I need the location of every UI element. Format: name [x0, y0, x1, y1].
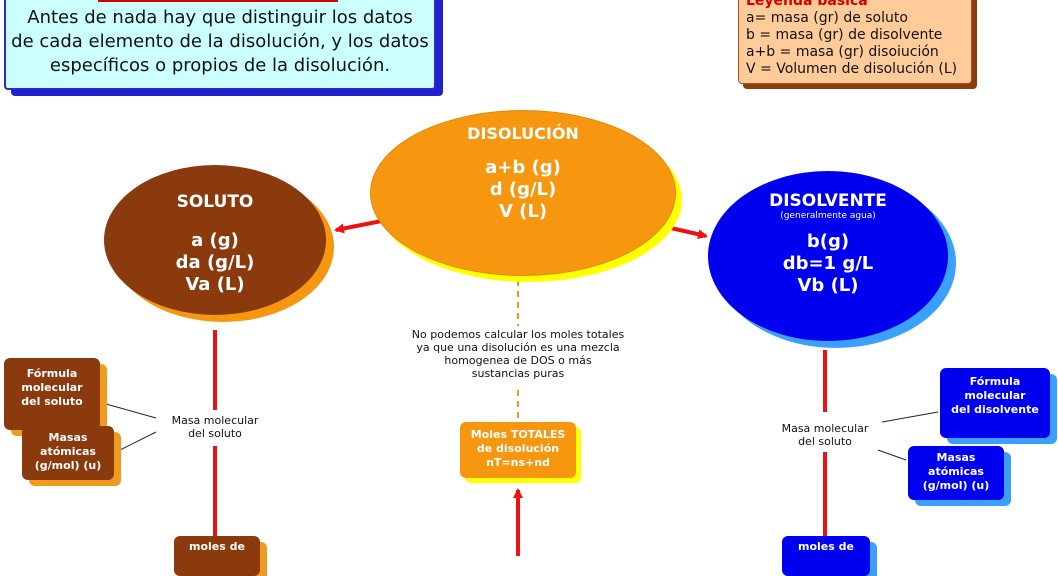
masas-line: atómicas [928, 465, 984, 478]
disolucion-node[interactable]: DISOLUCIÓN a+b (g) d (g/L) V (L) [370, 110, 676, 276]
masas-line: (g/mol) (u) [34, 459, 102, 472]
masa-molecular-line: del soluto [798, 435, 852, 448]
masas-line: Masas [48, 431, 88, 444]
moles-left-label: moles de [189, 540, 245, 553]
moles-right-label: moles de [798, 540, 854, 553]
legend-line: V = Volumen de disolución (L) [746, 61, 958, 77]
moles-totales-box[interactable]: Moles TOTALES de disolución nT=ns+nd [460, 422, 576, 478]
moles-disolvente-box[interactable]: moles de [782, 536, 870, 576]
legend-title: Leyenda básica [746, 0, 868, 9]
formula-soluto-box[interactable]: Fórmula molecular del soluto [4, 358, 100, 430]
formula-line: molecular [21, 381, 83, 394]
formula-line: Fórmula [26, 367, 78, 380]
masas-atomicas-right-box[interactable]: Masas atómicas (g/mol) (u) [908, 446, 1004, 500]
masa-molecular-line: Masa molecular [781, 422, 869, 435]
moles-totales-line: de disolución [476, 442, 560, 455]
formula-line: del soluto [21, 395, 83, 408]
formula-line: del disolvente [951, 403, 1039, 416]
legend-line: b = masa (gr) de disolvente [746, 27, 943, 43]
legend-line: a+b = masa (gr) disoiución [746, 44, 939, 60]
disolvente-subtitle: (generalmente agua) [780, 211, 876, 221]
note-line: homogenea de DOS o más [444, 354, 592, 367]
link-formula-left [105, 403, 157, 419]
disolucion-line: V (L) [498, 201, 548, 222]
soluto-line: a (g) [191, 230, 239, 251]
soluto-line: da (g/L) [175, 252, 255, 273]
disolvente-line: db=1 g/L [782, 253, 874, 274]
masas-line: (g/mol) (u) [922, 479, 990, 492]
formula-line: molecular [964, 389, 1026, 402]
note-line: ya que una disolución es una mezcla [416, 341, 620, 354]
masas-line: atómicas [40, 445, 96, 458]
masa-molecular-left-label: Masa molecular del soluto [156, 414, 274, 440]
note-line: No podemos calcular los moles totales [411, 328, 625, 341]
masa-molecular-right-label: Masa molecular del soluto [770, 422, 880, 448]
note-line: sustancias puras [471, 367, 565, 380]
moles-totales-line: Moles TOTALES [470, 428, 566, 441]
formula-line: Fórmula [969, 375, 1021, 388]
intro-line: de cada elemento de la disolución, y los… [11, 31, 429, 52]
masa-molecular-line: Masa molecular [171, 414, 259, 427]
formula-disolvente-box[interactable]: Fórmula molecular del disolvente [940, 368, 1050, 438]
disolvente-line: b(g) [806, 231, 850, 252]
masa-molecular-line: del soluto [188, 427, 242, 440]
soluto-title: SOLUTO [176, 192, 254, 212]
disolvente-line: Vb (L) [797, 275, 859, 296]
masas-atomicas-left-box[interactable]: Masas atómicas (g/mol) (u) [22, 426, 114, 480]
legend-line: a= masa (gr) de soluto [746, 10, 908, 26]
masas-line: Masas [936, 451, 976, 464]
soluto-line: Va (L) [185, 274, 245, 295]
note-text: No podemos calcular los moles totales ya… [380, 328, 656, 380]
link-formula-right [881, 411, 939, 423]
intro-line: específicos o propios de la disolución. [49, 55, 391, 76]
link-masas-left [119, 429, 161, 451]
link-masas-right [877, 449, 907, 461]
intro-line: Antes de nada hay que distinguir los dat… [27, 7, 413, 28]
disolvente-title: DISOLVENTE [769, 191, 887, 211]
disolucion-title: DISOLUCIÓN [467, 124, 579, 143]
moles-totales-line: nT=ns+nd [486, 456, 550, 469]
moles-soluto-box[interactable]: moles de [174, 536, 260, 576]
intro-title-strip [98, 0, 338, 2]
legend-box: Leyenda básica a= masa (gr) de soluto b … [738, 0, 972, 84]
intro-box: Antes de nada hay que distinguir los dat… [4, 0, 436, 90]
disolucion-line: d (g/L) [489, 179, 557, 200]
disolvente-node[interactable]: DISOLVENTE (generalmente agua) b(g) db=1… [708, 171, 948, 341]
soluto-node[interactable]: SOLUTO a (g) da (g/L) Va (L) [104, 165, 326, 315]
disolucion-line: a+b (g) [485, 157, 561, 178]
